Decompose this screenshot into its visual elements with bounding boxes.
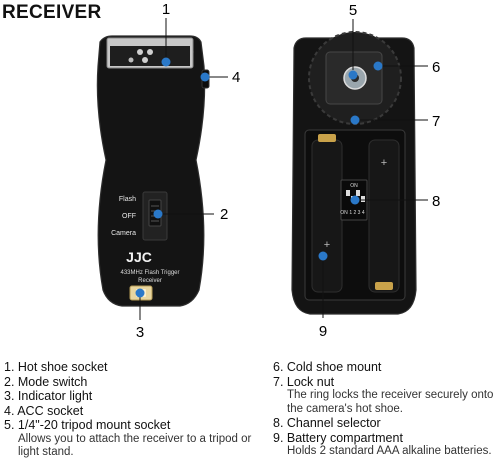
battery-right [368, 139, 400, 293]
channel-label-on: ON [340, 210, 348, 216]
callout-9: 9 [319, 323, 327, 340]
callout-8: 8 [432, 193, 440, 210]
callouts: 1 4 2 3 5 6 7 [135, 1, 440, 341]
svg-text:+: + [381, 157, 387, 169]
marker-8 [350, 195, 360, 205]
channel-numbers: 1 2 3 4 [349, 210, 365, 216]
legend-desc-9: Holds 2 standard AAA alkaline batteries. [287, 445, 492, 457]
receiver-illustration: Flash OFF Camera JJC 433MHz Flash Trigge… [96, 1, 440, 341]
marker-2 [153, 209, 163, 219]
legend-item-2: 2. Mode switch [4, 374, 88, 389]
battery-contact-top [318, 134, 336, 142]
callout-7: 7 [432, 113, 440, 130]
switch-label-flash: Flash [119, 196, 136, 203]
diagram-stage: RECEIVER Flash OFF Camera [2, 1, 440, 341]
diagram-title: RECEIVER [2, 2, 102, 23]
legend-item-9: 9. Battery compartment [273, 430, 403, 445]
legend-desc-7: The ring locks the receiver securely ont… [287, 389, 494, 415]
battery-contact-bottom [375, 282, 393, 290]
legend-right: 6. Cold shoe mount 7. Lock nut The ring … [273, 360, 498, 459]
callout-4: 4 [232, 69, 240, 86]
channel-label-top: ON [350, 183, 358, 189]
legend-item-6: 6. Cold shoe mount [273, 360, 382, 374]
legend-item-5: 5. 1/4"-20 tripod mount socket [4, 418, 171, 432]
svg-text:+: + [324, 239, 330, 251]
legend-item-8: 8. Channel selector [273, 416, 381, 430]
marker-9 [318, 251, 328, 261]
receiver-front-view: Flash OFF Camera JJC 433MHz Flash Trigge… [96, 35, 210, 307]
legend-item-7: 7. Lock nut [273, 374, 335, 389]
legend-left: 1. Hot shoe socket 2. Mode switch 3. Ind… [4, 360, 254, 460]
callout-3: 3 [136, 324, 144, 341]
marker-1 [161, 57, 171, 67]
model-line-2: Receiver [138, 278, 162, 284]
legend-desc-5: Allows you to attach the receiver to a t… [18, 432, 252, 459]
marker-4 [200, 72, 210, 82]
marker-3 [135, 288, 145, 298]
switch-label-camera: Camera [111, 230, 136, 237]
callout-6: 6 [432, 59, 440, 76]
battery-left [311, 139, 343, 293]
callout-1: 1 [162, 1, 170, 18]
brand-logo-text: JJC [126, 249, 152, 265]
callout-5: 5 [349, 2, 357, 19]
legend-item-3: 3. Indicator light [4, 389, 93, 403]
switch-label-off: OFF [122, 213, 136, 220]
callout-2: 2 [220, 206, 228, 223]
receiver-back-view: + + ON ON 1 2 3 4 [291, 31, 417, 315]
marker-6 [373, 61, 383, 71]
front-body [96, 35, 206, 307]
model-line-1: 433MHz Flash Trigger [120, 270, 179, 276]
legend-item-1: 1. Hot shoe socket [4, 360, 108, 374]
marker-5 [348, 70, 358, 80]
marker-7 [350, 115, 360, 125]
legend-item-4: 4. ACC socket [4, 403, 84, 418]
